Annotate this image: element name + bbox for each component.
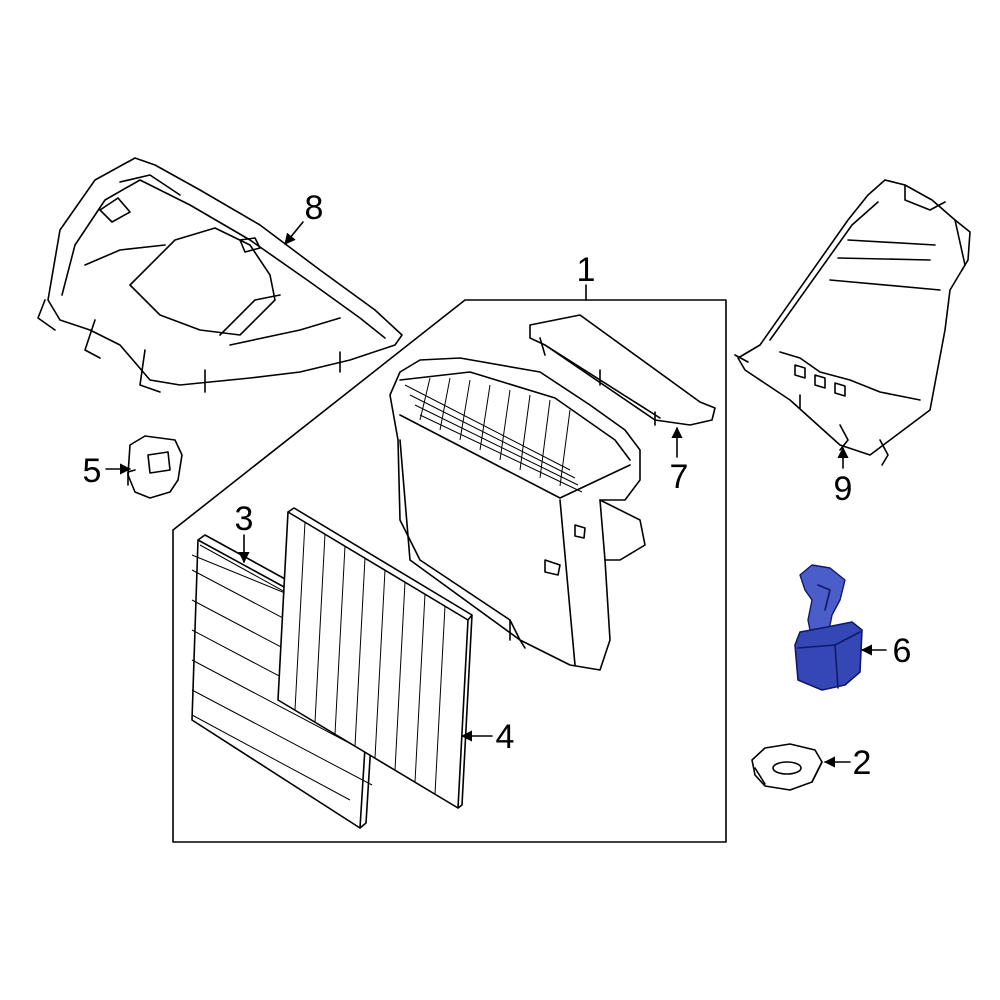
callout-3: 3 (235, 500, 254, 538)
leader-lines (105, 221, 887, 768)
callout-9: 9 (834, 470, 853, 508)
part-5-bracket[interactable] (127, 435, 183, 499)
part-8-housing-cover[interactable] (37, 157, 403, 393)
callout-2: 2 (853, 744, 872, 782)
callout-8: 8 (305, 189, 324, 227)
part-6-sensor-highlighted[interactable] (794, 564, 863, 691)
callout-5: 5 (83, 452, 102, 490)
part-2-grommet[interactable] (751, 743, 823, 791)
part-9-air-duct[interactable] (734, 179, 971, 466)
callout-1: 1 (577, 251, 596, 289)
part-7-support-bar[interactable] (529, 314, 716, 426)
leader-8 (284, 221, 304, 245)
callout-4: 4 (496, 718, 515, 756)
assembly-frame (172, 299, 727, 843)
part-4-filter-element[interactable] (277, 507, 473, 809)
callout-7: 7 (670, 458, 689, 496)
callout-6: 6 (893, 632, 912, 670)
part-1-filter-housing[interactable] (389, 357, 646, 671)
callout-labels: 1 2 3 4 5 6 7 8 9 (83, 189, 912, 782)
